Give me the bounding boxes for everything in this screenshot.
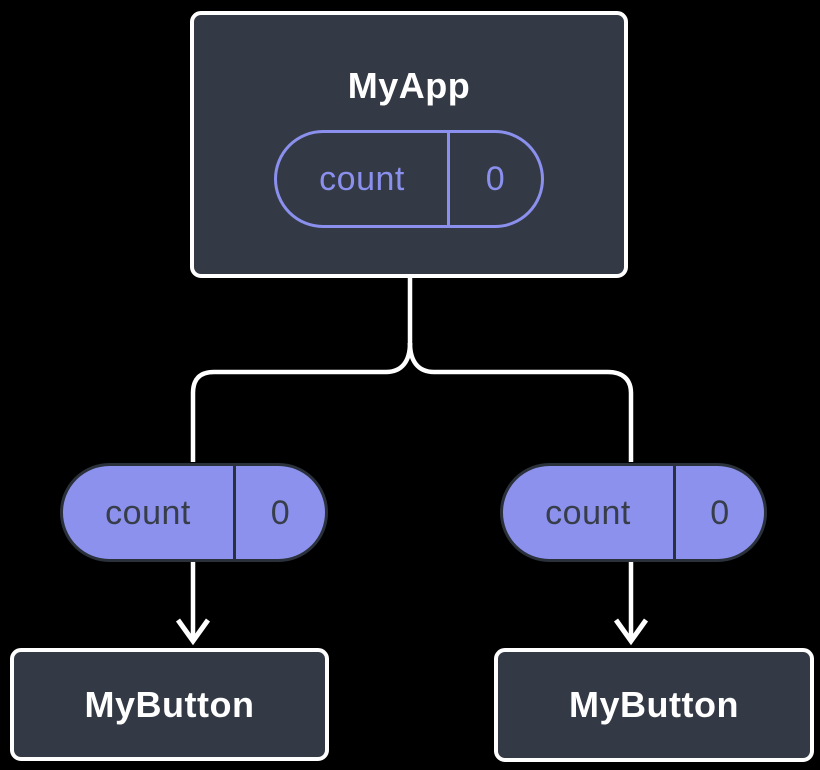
prop-pill-left-value: 0 — [270, 493, 291, 532]
arrow-right-head-icon — [613, 618, 649, 646]
mybutton-right-title: MyButton — [569, 684, 739, 725]
prop-pill-right-name: count — [503, 466, 676, 559]
mybutton-left-title: MyButton — [84, 683, 255, 725]
prop-pill-right-value: 0 — [710, 493, 730, 532]
myapp-title: MyApp — [347, 64, 471, 106]
state-pill-value: 0 — [485, 159, 506, 198]
state-pill-name: count — [277, 132, 450, 225]
mybutton-node-left: MyButton — [10, 648, 329, 761]
prop-pill-left: count 0 — [60, 463, 328, 562]
prop-pill-left-name: count — [63, 466, 236, 559]
arrow-left-head-icon — [175, 618, 211, 646]
mybutton-node-right: MyButton — [494, 648, 814, 762]
myapp-node: MyApp count 0 — [190, 11, 628, 278]
branch-right-wire — [407, 342, 634, 462]
state-pill: count 0 — [274, 129, 544, 228]
prop-pill-right: count 0 — [500, 463, 767, 562]
branch-left-wire — [190, 342, 413, 462]
